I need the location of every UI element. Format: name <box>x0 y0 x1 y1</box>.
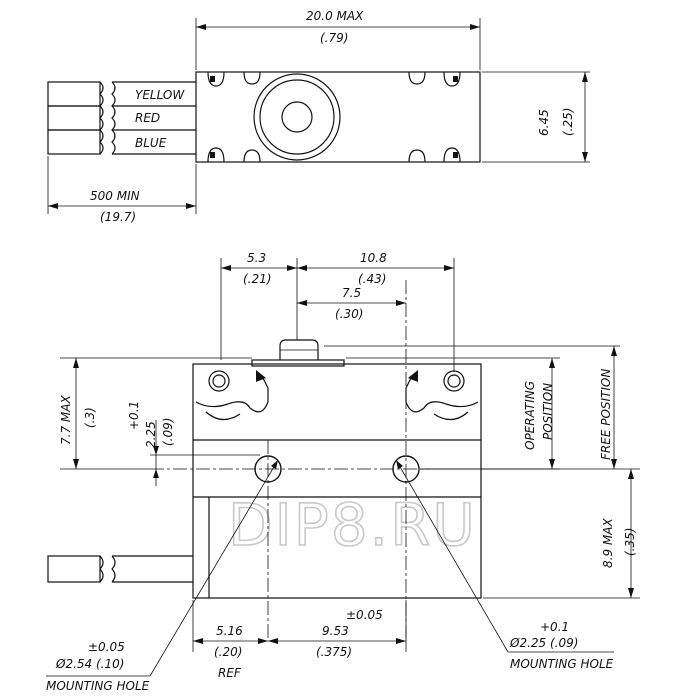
dim-7-7-in: (.3) <box>83 407 97 428</box>
plunger-button <box>281 101 313 133</box>
width-in: (.79) <box>320 31 348 45</box>
dim-5-16-in: (.20) <box>214 645 242 659</box>
watermark: DIP8.RU <box>228 491 477 559</box>
front-view-body <box>192 363 482 599</box>
plunger-inner-ring <box>259 79 335 155</box>
dim-2-25-in: (.09) <box>161 418 175 446</box>
dim-9-53-mm: 9.53 <box>322 624 349 638</box>
height-mm: 6.45 <box>537 109 551 136</box>
front-view: 5.3 (.21) 10.8 (.43) 7.5 (.30) 7.7 MAX (… <box>46 251 640 693</box>
front-wire-lead <box>47 555 193 583</box>
width-mm: 20.0 MAX <box>306 9 364 23</box>
dim-8-9-mm: 8.9 MAX <box>601 518 615 568</box>
dim-10-8-mm: 10.8 <box>360 251 387 265</box>
tol-plus: +0.1 <box>127 401 141 430</box>
dim-hole-spacing: 5.16 (.20) REF ±0.05 9.53 (.375) <box>192 600 407 680</box>
top-view: YELLOW RED BLUE 20.0 MAX (.79) 6.45 (.25… <box>47 9 590 224</box>
dim-width: 20.0 MAX (.79) <box>195 9 481 70</box>
operating-position-line2: POSITION <box>541 383 555 440</box>
free-position-label: FREE POSITION <box>599 369 613 460</box>
top-edge-slots <box>207 71 461 163</box>
dim-5-16-mm: 5.16 <box>216 624 243 638</box>
operating-position-line1: OPERATING <box>523 381 537 450</box>
dim-5-3-mm: 5.3 <box>247 251 266 265</box>
height-in: (.25) <box>561 108 575 136</box>
wire-red-label: RED <box>135 111 160 125</box>
right-hole-tol: +0.1 <box>540 620 569 634</box>
dim-9-53-in: (.375) <box>316 645 352 659</box>
dim-positions: OPERATING POSITION FREE POSITION <box>324 345 620 470</box>
wire-blue-label: BLUE <box>135 136 167 150</box>
left-hole-label: MOUNTING HOLE <box>46 679 150 693</box>
dim-body-height: 8.9 MAX (.35) <box>420 468 640 599</box>
left-hole-dia: Ø2.54 (.10) <box>55 657 124 671</box>
left-hole-tol: ±0.05 <box>88 640 125 654</box>
corner-features <box>195 370 479 421</box>
wire-yellow-label: YELLOW <box>135 88 185 102</box>
dim-operating-height: 7.7 MAX (.3) +0.1 2.25 (.09) <box>59 357 260 486</box>
dim-5-3-in: (.21) <box>243 272 271 286</box>
dim-8-9-in: (.35) <box>623 528 637 556</box>
dim-height: 6.45 (.25) <box>482 71 590 163</box>
dim-10-8-in: (.43) <box>358 272 386 286</box>
lead-min-in: (19.7) <box>100 210 136 224</box>
dim-7-5-in: (.30) <box>335 307 363 321</box>
top-view-body <box>195 71 481 163</box>
dim-lead-length: 500 MIN (19.7) <box>47 156 197 224</box>
dim-actuator-position: 5.3 (.21) 10.8 (.43) 7.5 (.30) <box>220 251 455 372</box>
centerlines <box>150 280 430 640</box>
right-hole-label: MOUNTING HOLE <box>510 657 614 671</box>
dim-5-16-ref: REF <box>218 666 242 680</box>
lead-min-mm: 500 MIN <box>90 189 140 203</box>
dim-9-53-tol: ±0.05 <box>346 608 383 622</box>
wire-leads: YELLOW RED BLUE <box>47 81 196 155</box>
plunger-outer-ring <box>253 73 341 161</box>
dim-7-5-mm: 7.5 <box>342 286 361 300</box>
dim-7-7-mm: 7.7 MAX <box>59 395 73 445</box>
dim-2-25-mm: 2.25 <box>144 421 158 448</box>
actuator <box>251 339 345 367</box>
hole-callouts: ±0.05 Ø2.54 (.10) MOUNTING HOLE +0.1 Ø2.… <box>46 459 614 693</box>
right-hole-dia: Ø2.25 (.09) <box>509 636 578 650</box>
